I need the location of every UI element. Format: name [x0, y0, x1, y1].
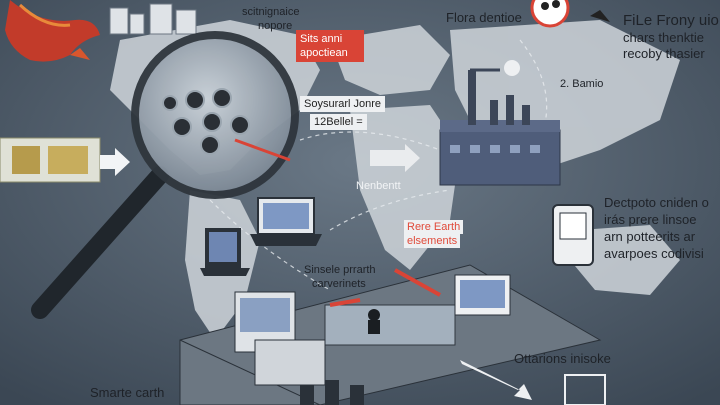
landmass-australia: [570, 225, 680, 295]
rare-earth-label-1: Rere Earth: [404, 220, 464, 234]
smartphone-icon: [552, 204, 594, 266]
arrow-right-icon: [100, 148, 130, 176]
right-block-line-4: avarpoes codivisi: [604, 246, 704, 261]
mid-left-sublabel: 12Bellel =: [310, 114, 367, 130]
top-caption-line-1: scitnignaice: [242, 6, 300, 18]
factory-icon: [439, 60, 561, 186]
dragon-icon: [5, 0, 100, 62]
right-block-line-3: arn potteerits ar: [604, 229, 696, 244]
bottom-right-label: Ottarions inisoke: [514, 351, 611, 366]
mid-left-label: Soysurarl Jonre: [300, 96, 386, 112]
top-right-num-label: 2. Bamio: [560, 78, 604, 90]
arrow-left-icon: [590, 10, 610, 22]
laptop-icon: [250, 197, 322, 246]
top-right-title: FiLe Frony uio: [623, 12, 719, 29]
top-right-line-3: recoby thasier: [623, 46, 705, 61]
city-icon: [109, 3, 197, 35]
arrow-right-icon-center: [370, 144, 420, 172]
magnifier-icon: [31, 31, 299, 319]
center-label-line-2: carverinets: [312, 278, 366, 290]
arrow-down-right-icon: [460, 360, 532, 400]
chip-icon: [0, 137, 101, 183]
center-label-line-1: Sinsele prrarth: [304, 264, 376, 276]
right-block-line-1: Dectpoto cniden o: [604, 195, 709, 210]
mid-center-label: Nenbentt: [356, 180, 401, 192]
laptop-icon-small: [200, 228, 250, 276]
route-4: [209, 199, 331, 291]
red-tag-1: Sits anni apoctiean: [296, 30, 364, 62]
route-1: [299, 131, 441, 151]
rare-earth-label-2: elsements: [404, 234, 461, 248]
route-2: [329, 189, 451, 231]
top-center-right-label: Flora dentioe: [446, 10, 522, 25]
workbench-icon: [179, 264, 602, 405]
bottom-left-label: Smarte carth: [90, 385, 165, 400]
badge-icon: [530, 0, 570, 28]
bottom-right-panel: [564, 374, 606, 405]
right-block-line-2: irás prere linsoe: [604, 212, 697, 227]
top-caption-line-2: nopore: [258, 20, 293, 32]
top-right-line-2: chars thenktie: [623, 30, 704, 45]
